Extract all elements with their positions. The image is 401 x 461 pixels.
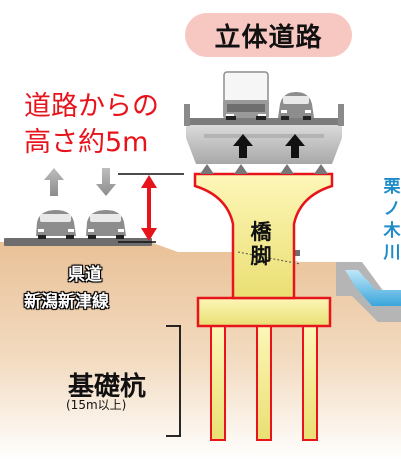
- ground-car-right: [86, 210, 126, 239]
- title-badge: 立体道路: [185, 13, 352, 57]
- surface-road: [4, 238, 152, 246]
- up-arrow-icon: [233, 134, 253, 158]
- up-arrow-icon: [285, 134, 305, 158]
- up-arrow-icon: [44, 168, 64, 196]
- truck: [223, 71, 269, 120]
- river: [336, 262, 401, 322]
- pile-label: 基礎杭: [68, 372, 147, 402]
- title: 立体道路: [214, 22, 323, 53]
- height-label-line2: 高さ約5m: [24, 127, 149, 158]
- pier: [193, 172, 334, 300]
- road-name-line2: 新潟新津線: [24, 292, 109, 312]
- pile-cap: [196, 296, 332, 328]
- elevated-car: [278, 92, 314, 120]
- pile-depth-bracket: [166, 325, 181, 437]
- ground-car-left: [36, 210, 76, 239]
- height-dimension: [118, 173, 184, 243]
- river-label: 栗ノ木川: [383, 177, 401, 263]
- pier-label: 橋脚: [250, 220, 272, 268]
- pile-note: (15m以上): [66, 398, 127, 412]
- height-label-line1: 道路からの: [24, 91, 159, 122]
- elevated-deck: [184, 104, 344, 164]
- road-name-line1: 県道: [68, 265, 102, 285]
- down-arrow-icon: [96, 168, 116, 196]
